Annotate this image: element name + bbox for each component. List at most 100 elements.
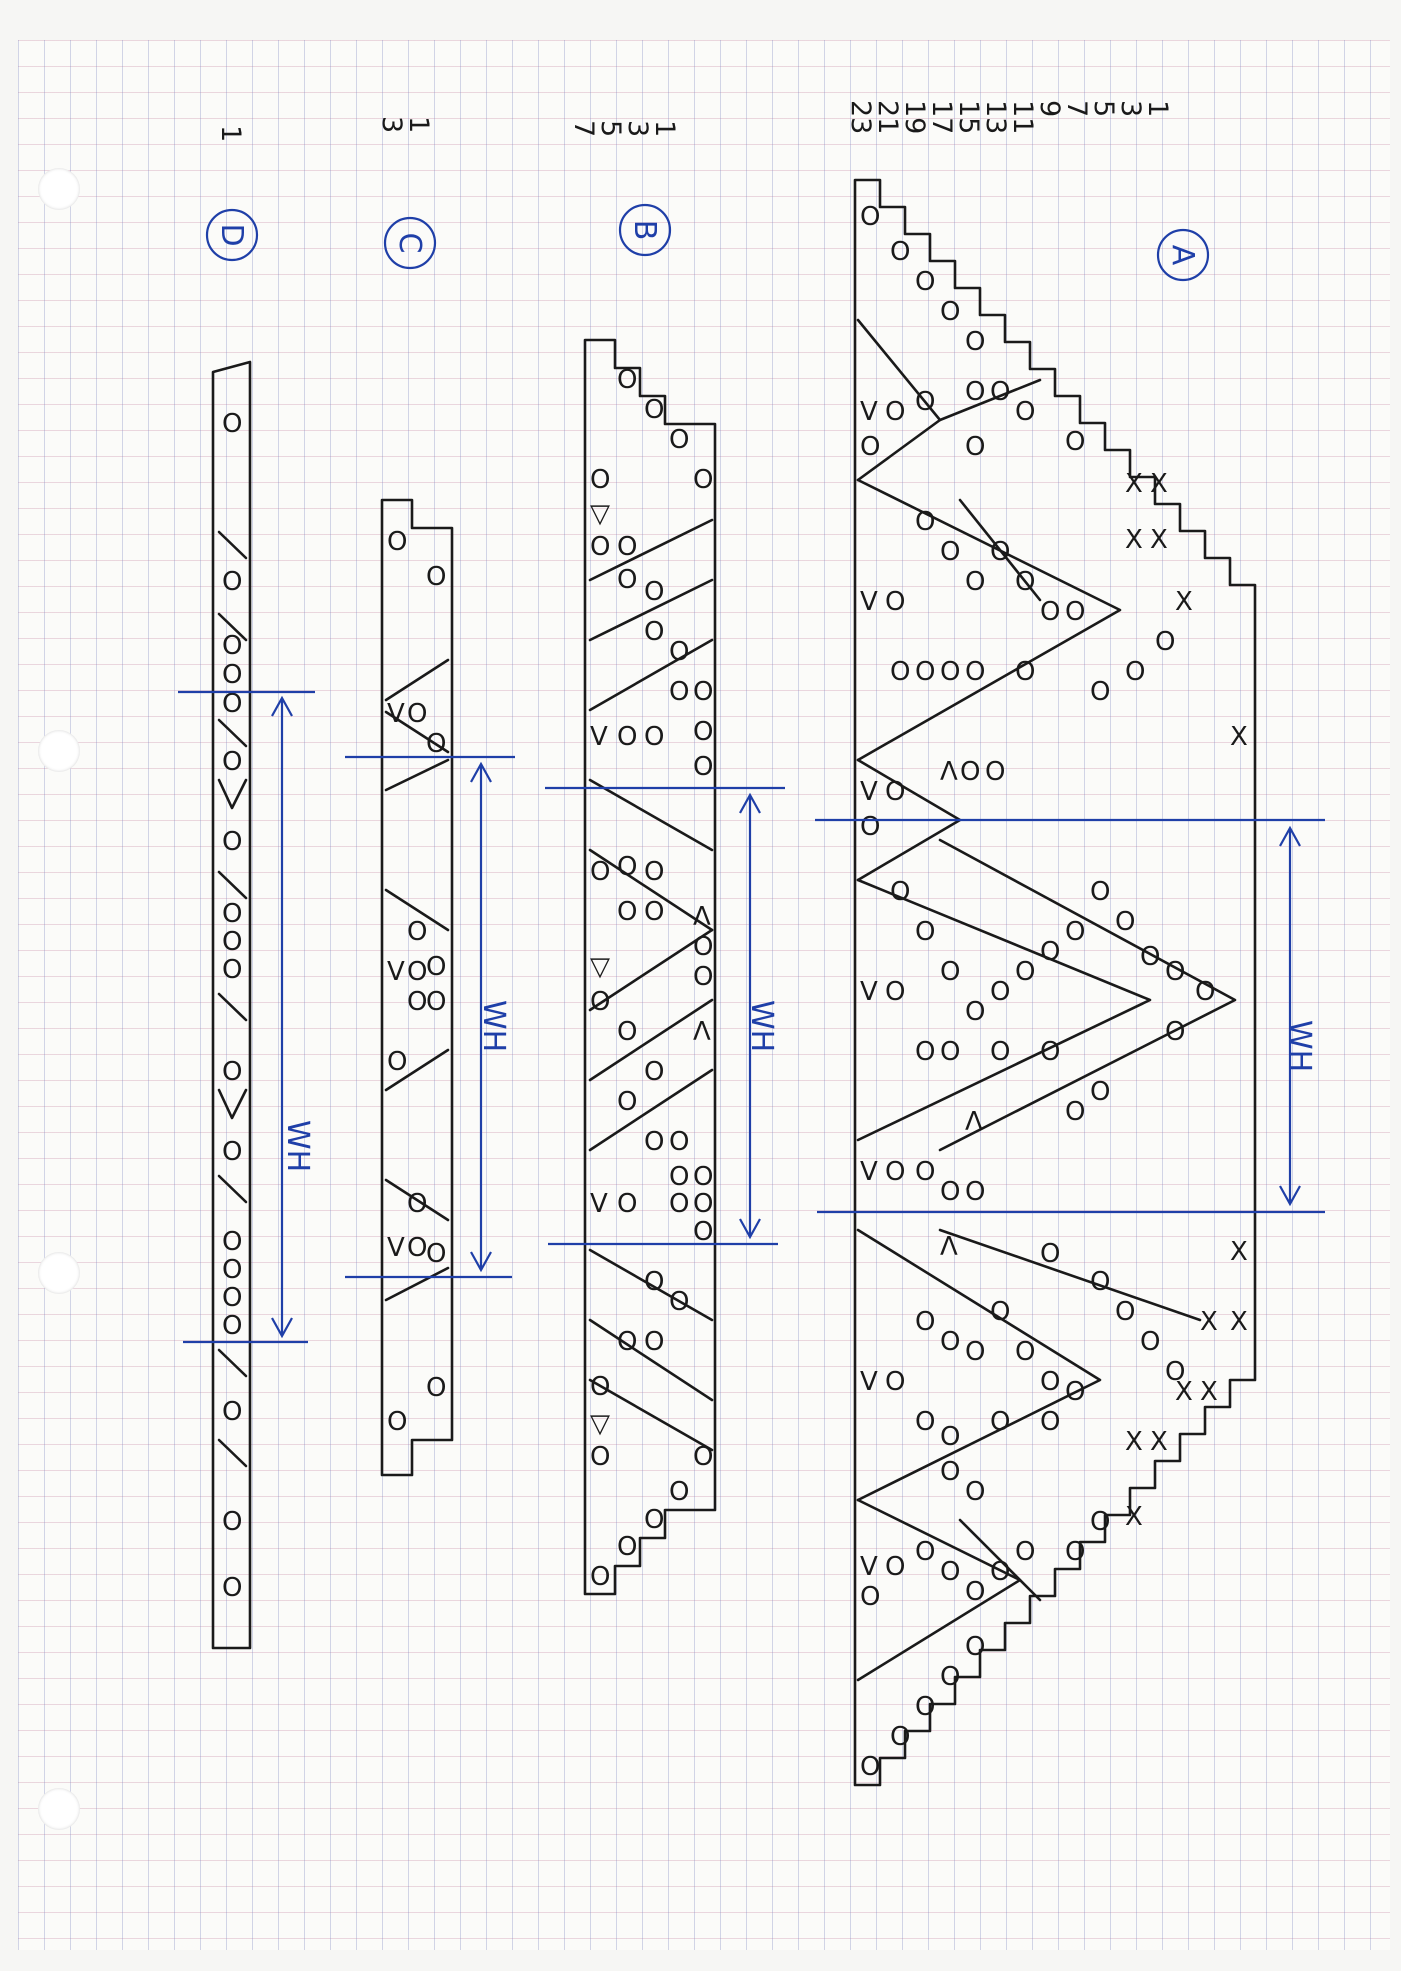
chart-d-yo: O xyxy=(222,1227,242,1257)
chart-a-yo: O xyxy=(940,537,960,567)
chart-c-k2tog xyxy=(384,888,450,932)
chart-c-outline xyxy=(380,498,454,1477)
chart-d-yo: O xyxy=(222,1057,242,1087)
chart-b-yo: O xyxy=(644,1267,664,1297)
chart-a-row-labels: 23 21 19 17 15 13 11 9 7 5 3 1 xyxy=(845,100,1173,134)
chart-c-yo: O xyxy=(387,1047,407,1077)
chart-a-diag xyxy=(856,878,1152,1142)
chart-a-yo: V xyxy=(860,397,878,427)
chart-a-yo: O xyxy=(965,657,985,687)
chart-d-k2tog xyxy=(217,612,248,642)
chart-a-row-label: 15 xyxy=(953,100,984,134)
chart-b-triangle: ▽ xyxy=(590,1409,610,1439)
chart-c-letter: C xyxy=(392,233,427,254)
chart-a-yo: O xyxy=(990,1407,1010,1437)
chart-d-yo: O xyxy=(222,827,242,857)
chart-d-yo: O xyxy=(222,689,242,719)
chart-a-yo: O xyxy=(965,1337,985,1367)
chart-a-yo: O xyxy=(940,1177,960,1207)
chart-d-repeat-arrow xyxy=(271,695,293,1339)
chart-a-yo: O xyxy=(940,1037,960,1067)
chart-a-yo: O xyxy=(915,917,935,947)
chart-b-yo: O xyxy=(644,1327,664,1357)
chart-a-yo: O xyxy=(915,267,935,297)
chart-d-sk2p xyxy=(217,1088,248,1120)
chart-d-yo: O xyxy=(222,567,242,597)
chart-d-repeat-marker: WH xyxy=(178,690,315,1344)
chart-a-yo: O xyxy=(890,877,910,907)
binder-hole-2 xyxy=(38,730,80,772)
chart-d-letter-circle xyxy=(205,208,259,262)
chart-a-yo: O xyxy=(915,1037,935,1067)
chart-b-yo: O xyxy=(693,752,713,782)
chart-c-row-label-1: 1 xyxy=(403,116,434,133)
chart-a-x: X xyxy=(1230,722,1248,752)
chart-a-row-label: 23 xyxy=(845,100,876,134)
chart-a-yo: O xyxy=(860,202,880,232)
chart-c-row-label-3: 3 xyxy=(376,116,407,133)
chart-a-x: X xyxy=(1150,469,1168,499)
chart-a-yo: O xyxy=(1115,907,1135,937)
chart-b-lambda: Λ xyxy=(693,1017,711,1047)
chart-b-ssk xyxy=(588,578,714,642)
chart-b-yo: O xyxy=(617,897,637,927)
chart-a-lambda: Λ xyxy=(965,1107,983,1137)
chart-b-yo: O xyxy=(617,1327,637,1357)
chart-b-yo: O xyxy=(693,962,713,992)
chart-a-yo: O xyxy=(1140,942,1160,972)
chart-a-yo: O xyxy=(965,567,985,597)
chart-b-yo: O xyxy=(617,1087,637,1117)
chart-a-yo: O xyxy=(1015,657,1035,687)
chart-c-ssk xyxy=(384,758,450,792)
chart-c-yo: O xyxy=(387,1407,407,1437)
chart-a-yo: O xyxy=(990,537,1010,567)
chart-a-x: X xyxy=(1200,1307,1218,1337)
chart-d-sk2p xyxy=(217,778,248,810)
chart-a-yo: O xyxy=(890,1722,910,1752)
chart-a-row-label: 7 xyxy=(1061,100,1092,117)
chart-a-yo: V xyxy=(860,587,878,617)
chart-b-yo: O xyxy=(617,722,637,752)
chart-b-k2tog xyxy=(588,848,714,932)
chart-b-yo: O xyxy=(693,1217,713,1247)
chart-a-yo: O xyxy=(885,777,905,807)
chart-d-yo: O xyxy=(222,1137,242,1167)
chart-a-yo: O xyxy=(1140,1327,1160,1357)
chart-c-yo: O xyxy=(426,729,446,759)
chart-b-row-label-5: 5 xyxy=(595,120,626,137)
chart-a-yo: O xyxy=(1040,1037,1060,1067)
chart-a-yo: O xyxy=(915,1307,935,1337)
chart-a-yo: O xyxy=(990,1557,1010,1587)
chart-a-letter: A xyxy=(1165,245,1200,266)
chart-b-row-label-1: 1 xyxy=(649,120,680,137)
chart-a-yo: O xyxy=(885,397,905,427)
chart-a-yo: O xyxy=(965,327,985,357)
binder-hole-4 xyxy=(38,1788,80,1830)
chart-d-stitches: O O O O O O O O O O O O O O O O O xyxy=(217,409,248,1603)
chart-a-yo: V xyxy=(860,1367,878,1397)
chart-a-yo: O xyxy=(860,1752,880,1782)
chart-b-yo: O xyxy=(644,617,664,647)
chart-b-yo: O xyxy=(669,677,689,707)
chart-b-yo: O xyxy=(617,365,637,395)
chart-d-yo: O xyxy=(222,1283,242,1313)
chart-b-yo: O xyxy=(644,857,664,887)
chart-a-row-label: 21 xyxy=(872,100,903,134)
chart-a-row-label: 3 xyxy=(1115,100,1146,117)
chart-c-yo: V xyxy=(387,957,405,987)
chart-a-yo: O xyxy=(1015,957,1035,987)
chart-b-ssk xyxy=(588,998,714,1082)
chart-b-yo: O xyxy=(669,1127,689,1157)
chart-a-yo: O xyxy=(940,1422,960,1452)
chart-a-yo: O xyxy=(1065,917,1085,947)
chart-a-x: X xyxy=(1200,1377,1218,1407)
chart-b-outline xyxy=(583,338,717,1596)
chart-a-yo: O xyxy=(1165,957,1185,987)
chart-a-x: X xyxy=(1175,587,1193,617)
chart-d-yo: O xyxy=(222,660,242,690)
chart-d-k2tog xyxy=(217,870,248,900)
chart-c-yo: O xyxy=(426,952,446,982)
chart-a-stitches: O O O O O V O O O O O O O O X X X X X X … xyxy=(856,202,1248,1782)
chart-a-yo: O xyxy=(915,657,935,687)
chart-d-k2tog xyxy=(217,992,248,1022)
